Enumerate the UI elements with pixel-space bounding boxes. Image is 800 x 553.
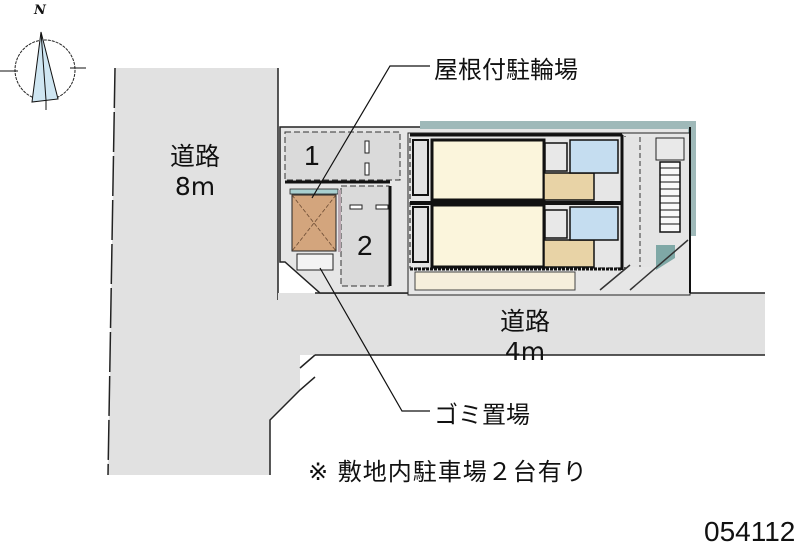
garbage-leader-line [319, 267, 430, 412]
wheel-stop [364, 162, 370, 176]
building-shadow-top [420, 121, 692, 129]
bicycle-leader-line [311, 65, 430, 199]
wheel-stop [375, 204, 389, 210]
road-4m-edge-corner [299, 354, 316, 369]
shed-wall [338, 190, 341, 252]
road-8m-edge-left [107, 67, 116, 476]
parking-slot-1 [284, 131, 401, 181]
road-4m-width: 4m [504, 337, 546, 366]
road-4m-label: 道路 4m [490, 307, 560, 367]
road-4m-name: 道路 [499, 307, 550, 336]
north-label: N [34, 3, 46, 18]
building-shadow-right [688, 121, 696, 236]
parking-slot-2 [340, 185, 390, 287]
parking-slot-2-number: 2 [357, 230, 373, 261]
planting-strip [414, 271, 576, 291]
unit-lower-kitchen [543, 239, 595, 268]
unit-lower-room [430, 203, 546, 269]
wheel-stop [349, 204, 363, 210]
unit-upper-entry [412, 139, 429, 196]
bicycle-parking-callout: 屋根付駐輪場 [434, 56, 578, 84]
bicycle-shed-roof-edge [289, 188, 339, 195]
corridor [624, 137, 660, 267]
wheel-stop [364, 140, 370, 154]
staircase [659, 161, 681, 233]
garbage-area [296, 253, 334, 271]
road-8m-width: 8m [174, 172, 216, 201]
parking-note: ※ 敷地内駐車場２台有り [308, 458, 588, 486]
unit-upper-room [430, 138, 546, 202]
road-8m-label: 道路 8m [160, 142, 230, 202]
unit-lower-fixture [544, 209, 568, 239]
unit-upper-fixture [544, 142, 568, 172]
unit-upper-kitchen [543, 172, 595, 201]
diagonal-edge [599, 264, 631, 291]
stair-landing [655, 137, 685, 161]
road-8m-area [108, 68, 300, 475]
road-4m-area [278, 293, 765, 355]
diagonal-edge [629, 239, 689, 291]
unit-lower-entry [412, 206, 429, 263]
road-8m-name: 道路 [169, 142, 220, 171]
parking-slot-1-number: 1 [304, 140, 320, 171]
north-arrow-compass-icon [0, 31, 86, 110]
road-8m-edge-lower [269, 376, 316, 475]
unit-upper-bath [569, 139, 619, 174]
unit-lower-bath [569, 206, 619, 241]
property-code: 054112 [704, 516, 796, 547]
garbage-area-callout: ゴミ置場 [434, 401, 530, 429]
